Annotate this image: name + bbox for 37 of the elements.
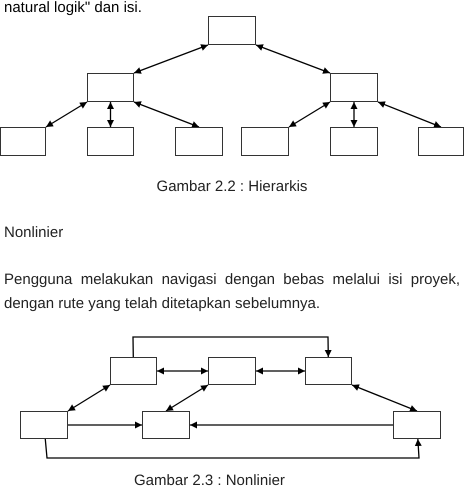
- arrow: [157, 368, 208, 374]
- arrow: [68, 422, 142, 428]
- empty-box: [208, 16, 256, 45]
- arrow: [134, 101, 200, 128]
- empty-box: [20, 411, 68, 439]
- empty-box: [110, 357, 157, 385]
- empty-box: [418, 127, 464, 156]
- empty-box: [330, 73, 378, 102]
- arrow: [352, 384, 418, 412]
- empty-box: [208, 357, 256, 385]
- arrow: [288, 101, 330, 128]
- arrow: [166, 384, 208, 412]
- arrow: [107, 102, 114, 127]
- section-heading: Nonlinier: [4, 223, 64, 243]
- arrow: [256, 44, 330, 74]
- arrow: [350, 102, 358, 127]
- empty-box: [87, 73, 134, 102]
- body-text: natural logik" dan isi.: [4, 0, 142, 15]
- figure-caption: Gambar 2.2 : Hierarkis: [156, 177, 308, 197]
- arrow: [190, 422, 393, 428]
- arrow: [46, 101, 88, 128]
- paragraph: Pengguna melakukan navigasi dengan bebas melalui isi proyek, dengan rute yang telah ditetapkan sebelumnya.: [4, 270, 460, 314]
- empty-box: [175, 127, 223, 156]
- empty-box: [142, 411, 190, 439]
- figure-caption: Gambar 2.3 : Nonlinier: [134, 472, 285, 489]
- empty-box: [330, 127, 378, 156]
- arrow: [132, 336, 332, 357]
- arrow: [134, 44, 208, 74]
- empty-box: [241, 127, 289, 156]
- empty-box: [87, 127, 134, 156]
- arrow: [68, 384, 110, 412]
- empty-box: [305, 357, 352, 385]
- empty-box: [0, 127, 46, 156]
- arrow: [256, 368, 305, 374]
- arrow: [44, 438, 422, 459]
- arrow: [378, 101, 442, 128]
- empty-box: [393, 411, 441, 439]
